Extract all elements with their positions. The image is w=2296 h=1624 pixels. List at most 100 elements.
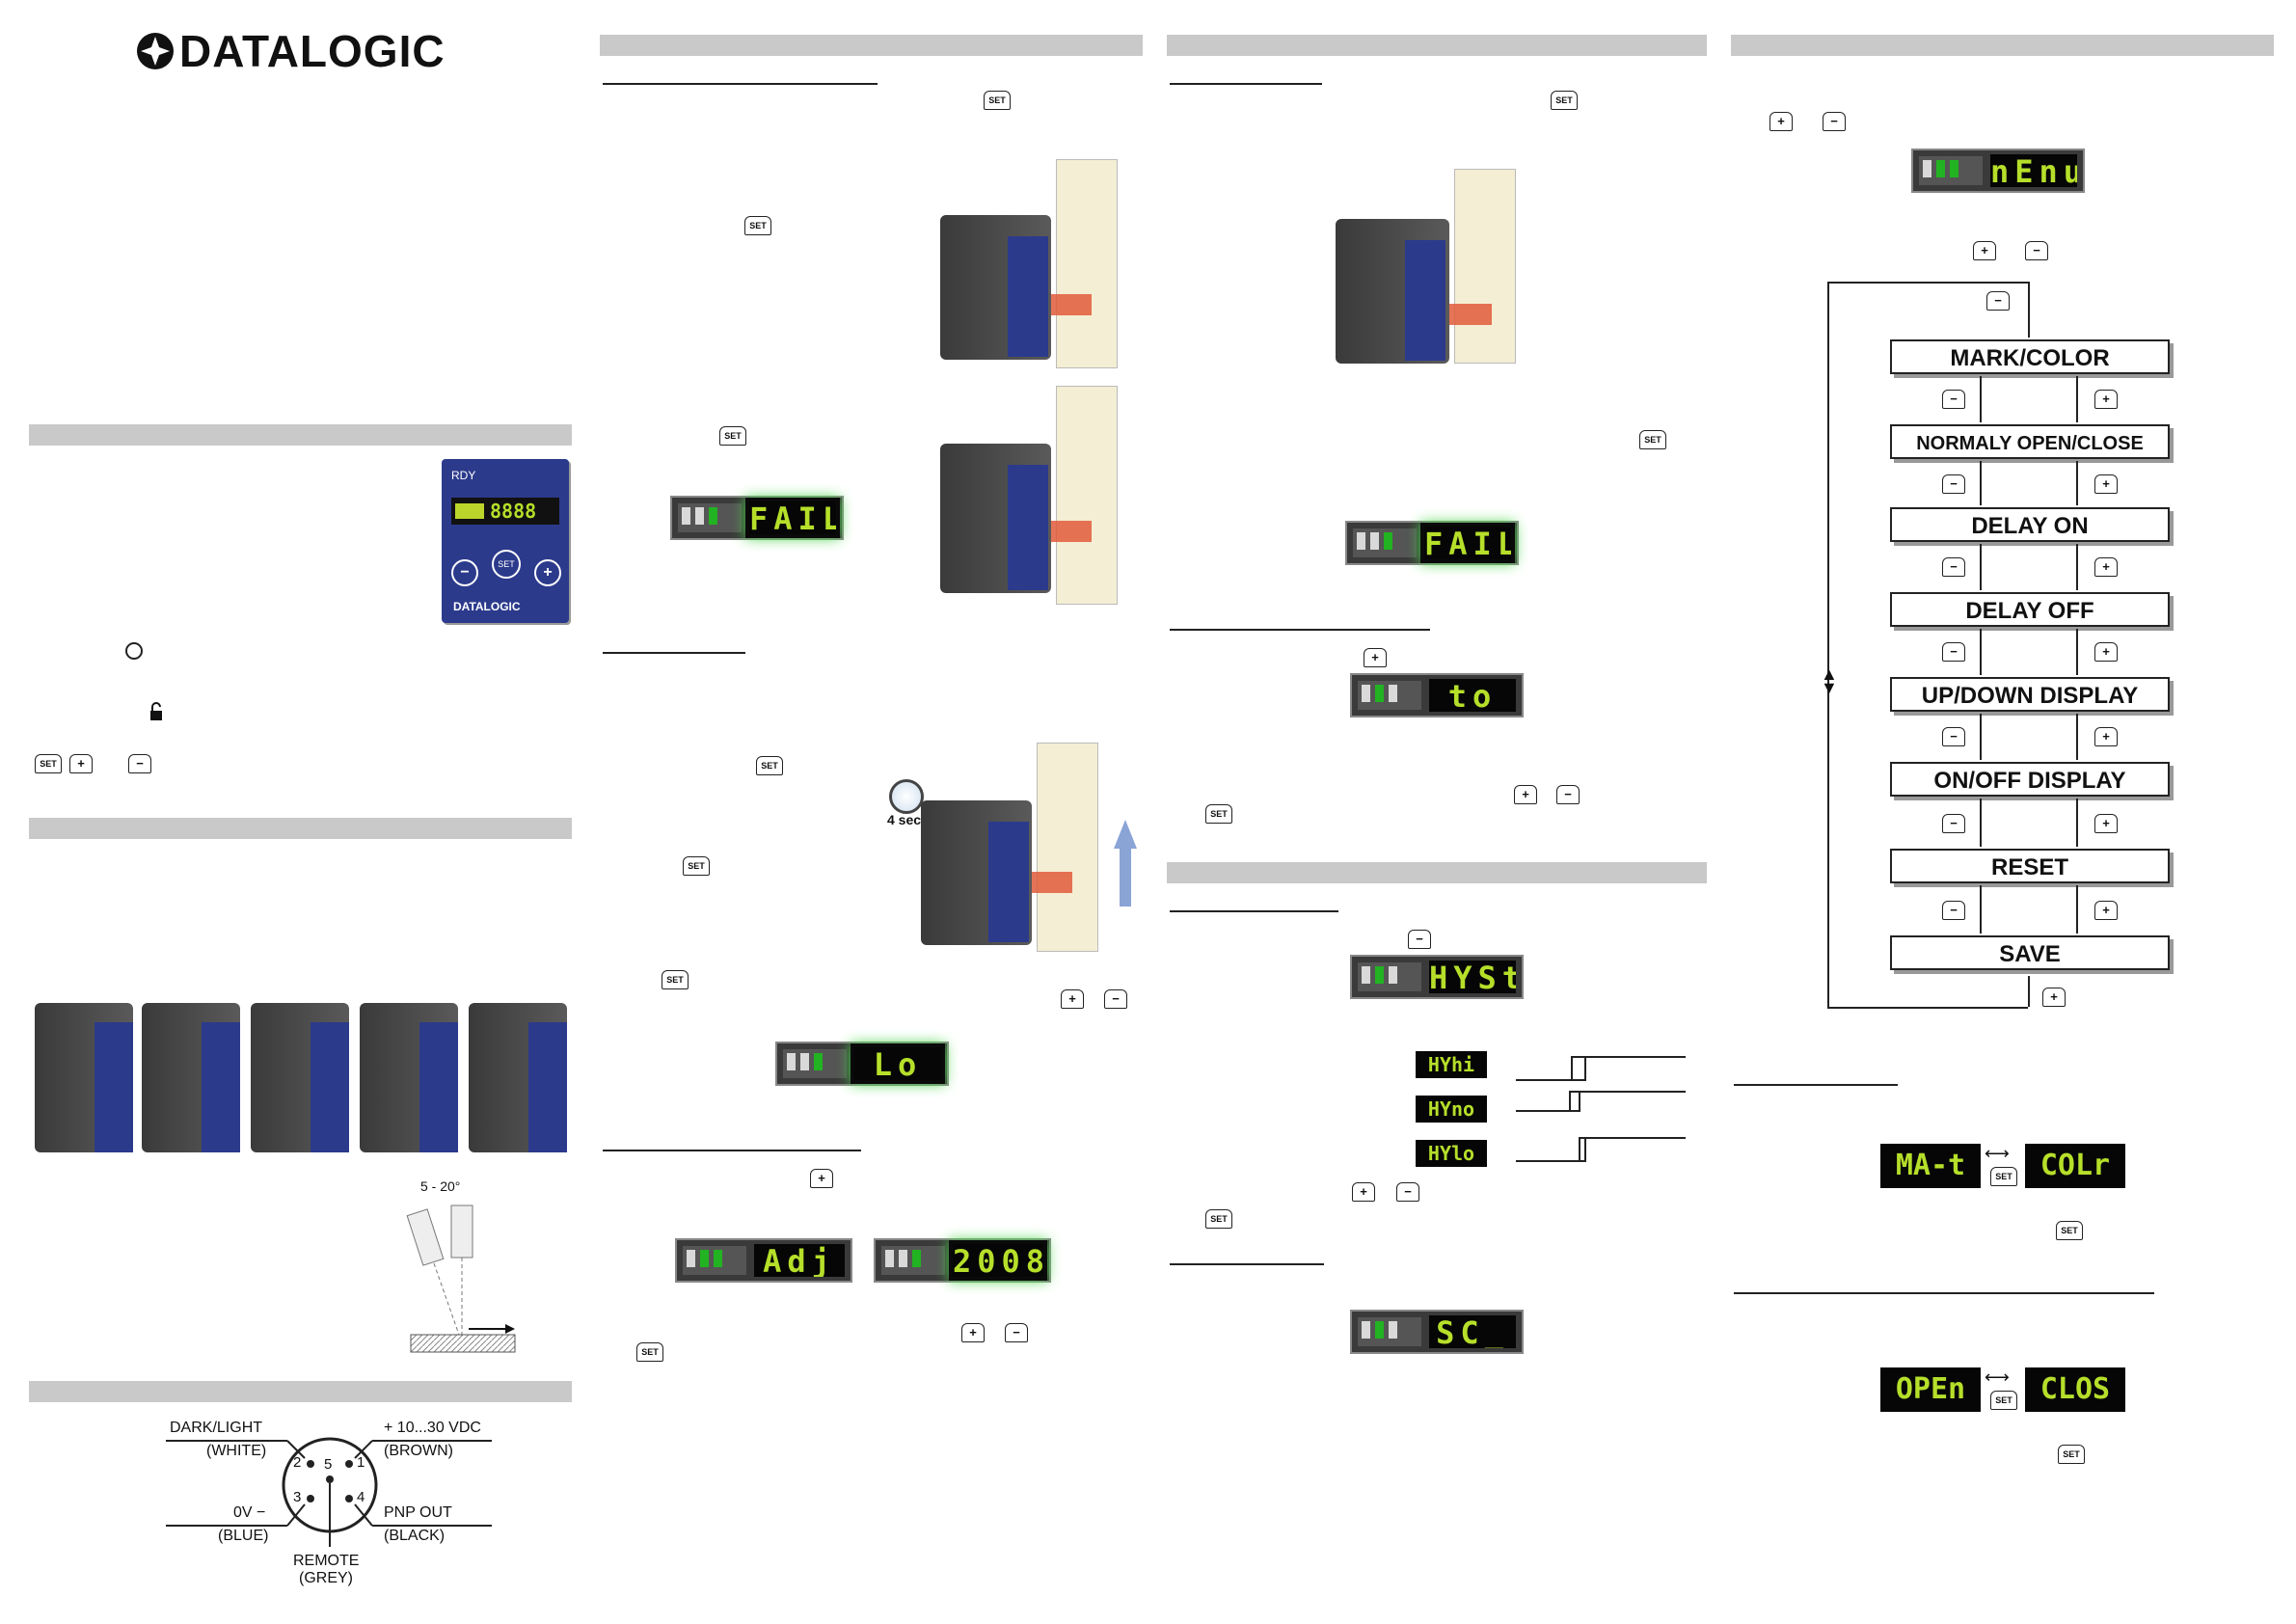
plus-button-icon: + [69,754,93,773]
plus-button-icon: + [810,1169,833,1188]
display-text: nEnu [1990,154,2077,187]
connector-down [1980,376,1982,422]
display-fail-2: FAIL [1345,521,1519,565]
plus-button-icon: + [2094,557,2118,577]
minus-button-icon: − [1986,291,2010,311]
hysteresis-waveforms [1514,1051,1688,1167]
minus-button-icon: − [1942,557,1965,577]
color-display: COLr [2025,1144,2125,1188]
mounting-angle-diagram: 5 - 20° [405,1178,521,1362]
display-adj: Adj [675,1238,852,1283]
flow-step-1: MARK/COLOR [1890,339,2170,374]
set-button-icon: SET [2056,1221,2083,1240]
pin2-color: (WHITE) [206,1443,267,1459]
section-bar-3a [1167,35,1707,56]
set-button-icon: SET [744,216,771,235]
datalogic-logo-icon [137,33,174,69]
flow-step-4: DELAY OFF [1890,592,2170,627]
sensor-model-1 [35,1003,133,1152]
pin-number-4: 4 [357,1489,365,1505]
minus-button-icon: − [1942,474,1965,494]
panel-minus-button[interactable]: − [451,559,478,586]
loop-bottom [1827,1007,2028,1009]
sensor-illustration [1336,169,1538,391]
rule-3a [1170,83,1322,85]
minus-button-icon: − [1823,112,1846,131]
display-value: 2008 [874,1238,1051,1283]
panel-brand: DATALOGIC [453,600,521,613]
display-hyst: HYSt [1350,955,1524,999]
pin1-color: (BROWN) [384,1443,453,1459]
flow-step-2: NORMALY OPEN/CLOSE [1890,424,2170,459]
flow-step-6: ON/OFF DISPLAY [1890,762,2170,797]
close-display: CLOS [2025,1367,2125,1412]
set-button-icon: SET [984,91,1011,110]
section-bar-3b [1167,862,1707,883]
pinout-diagram: DARK/LIGHT (WHITE) + 10...30 VDC (BROWN)… [164,1418,511,1591]
minus-button-icon: − [1005,1323,1028,1342]
display-menu: nEnu [1911,149,2085,193]
sensor-illustration [921,743,1138,964]
plus-button-icon: + [2094,390,2118,409]
minus-button-icon: − [1942,390,1965,409]
control-panel: RDY 8888 − SET + DATALOGIC [442,459,569,623]
minus-button-icon: − [1942,814,1965,833]
set-button-icon: SET [1639,430,1666,449]
section-bar-1c [29,1381,572,1402]
swap-arrow-icon: ⟷ [1985,1367,2010,1387]
display-text: 2008 [953,1244,1043,1277]
panel-plus-button[interactable]: + [534,559,561,586]
set-button-icon: SET [683,856,710,876]
panel-set-button[interactable]: SET [492,550,521,579]
up-arrow-icon [1114,820,1137,849]
plus-button-icon: + [2094,727,2118,746]
set-button-icon: SET [1551,91,1578,110]
set-button-icon: SET [1990,1167,2017,1186]
plus-button-icon: + [1973,241,1996,260]
connector-up [2076,376,2078,422]
display-lo: Lo [775,1042,949,1086]
four-sec-label: 4 sec. [887,812,925,827]
set-button-icon: SET [1205,804,1232,824]
rule-2a [603,83,878,85]
panel-leds [455,503,484,519]
set-button-icon: SET [662,970,689,989]
datalogic-logo: DATALOGIC [135,27,463,75]
connector-up [2076,629,2078,675]
flow-step-3: DELAY ON [1890,507,2170,542]
sensor-illustration [940,159,1138,381]
rule-2b [603,652,745,654]
plus-button-icon: + [961,1323,985,1342]
flow-step-7: RESET [1890,849,2170,883]
pin1-label: + 10...30 VDC [384,1420,481,1436]
loop-bottom-up [2028,976,2030,1007]
lock-icon [149,702,163,721]
loop-left [1827,282,1829,1007]
sensor-model-5 [469,1003,567,1152]
connector-up [2076,461,2078,505]
connector-down [1980,461,1982,505]
loop-top [1827,282,2028,284]
set-button-icon: SET [1990,1391,2017,1410]
display-fail: FAIL [670,496,844,540]
sensor-illustration [940,386,1138,608]
mark-display: MA-t [1880,1144,1981,1188]
plus-button-icon: + [2094,474,2118,494]
rule-3c [1170,910,1338,912]
plus-button-icon: + [2094,642,2118,662]
minus-button-icon: − [1942,727,1965,746]
display-text: FAIL [749,501,836,534]
sensor-model-3 [251,1003,349,1152]
set-button-icon: SET [719,426,746,446]
hyst-low-display: HYlo [1416,1140,1487,1167]
connector-down [1980,544,1982,590]
logo-text: DATALOGIC [179,26,446,76]
pin4-color: (BLACK) [384,1528,446,1544]
pin2-label: DARK/LIGHT [170,1420,263,1436]
flow-step-5: UP/DOWN DISPLAY [1890,677,2170,712]
rule-4b [1734,1292,2154,1294]
pin3-color: (BLUE) [218,1528,269,1544]
display-to10: to 10 [1350,673,1524,717]
display-text: HYSt [1429,961,1516,993]
set-button-icon: SET [1205,1209,1232,1229]
